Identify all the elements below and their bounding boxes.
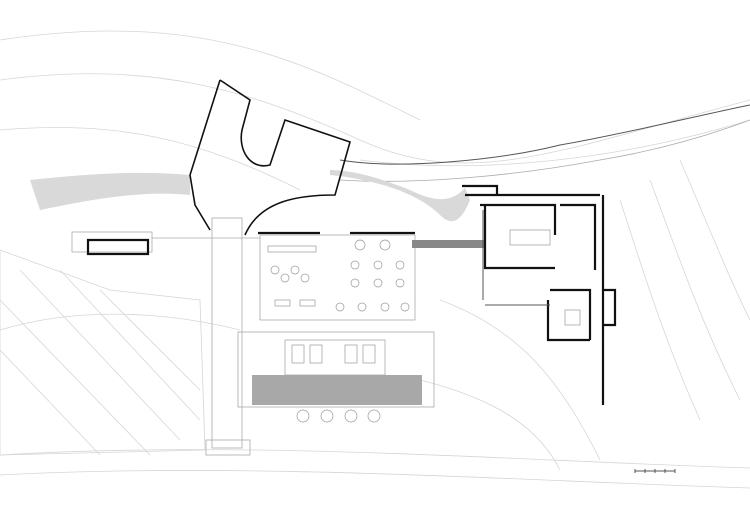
service-building [462, 184, 617, 405]
road-edge [339, 119, 750, 182]
entry-pavilion-west [71, 231, 260, 256]
contour-lines [0, 30, 750, 489]
hatched-slope [0, 249, 206, 456]
road [339, 104, 750, 165]
pool [252, 375, 422, 405]
paved-path-east [330, 170, 470, 222]
walkway [205, 217, 251, 456]
restaurant [258, 231, 416, 321]
pool-area [237, 331, 435, 423]
entry-drive [189, 79, 351, 236]
paved-path [30, 172, 190, 210]
bridge [412, 240, 484, 248]
scale-bar [634, 469, 676, 473]
